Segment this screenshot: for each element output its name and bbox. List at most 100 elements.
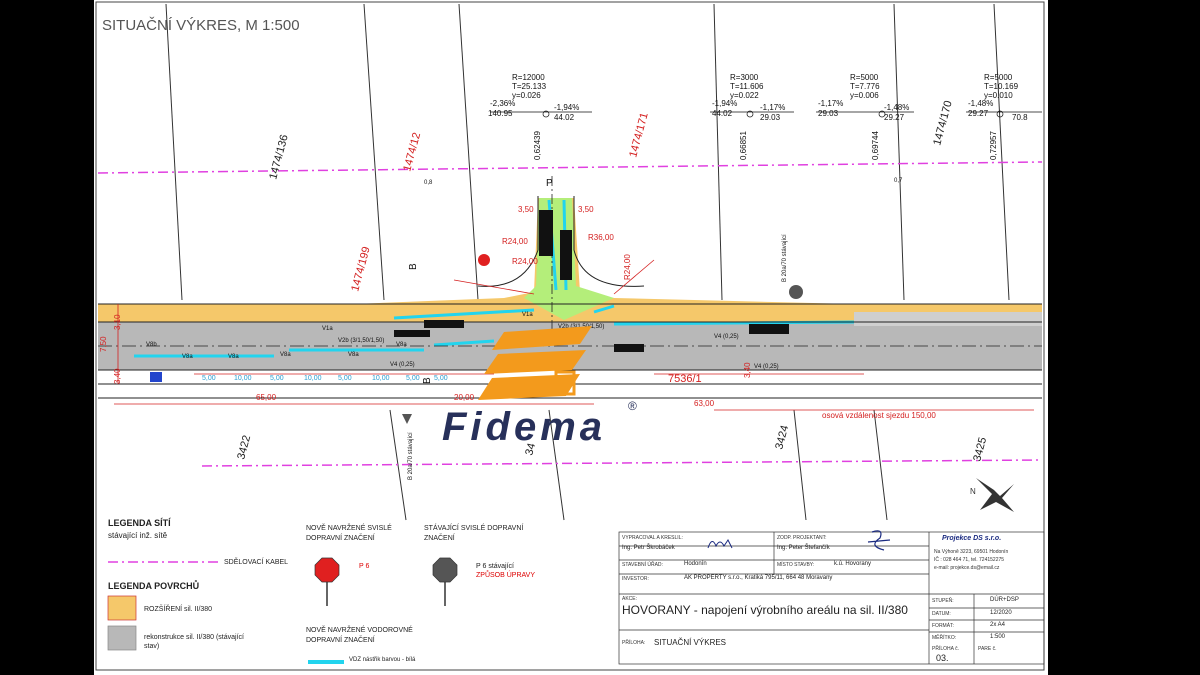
marking-dim: 10,00 [234, 375, 252, 382]
tb-datum-value: 12/2020 [990, 610, 1012, 616]
legend-graphics [107, 557, 458, 664]
curve-3-s1: -1,17% [818, 99, 843, 108]
parcel-1474-170: 1474/170 [931, 99, 954, 146]
width-label: 3,50 [578, 205, 594, 214]
lane-mark: V1a [522, 312, 533, 318]
fidema-logo-mark: ® [628, 399, 637, 413]
tb-akce-label: AKCE: [622, 596, 638, 602]
parcel-1474-136: 1474/136 [267, 133, 290, 180]
curve-2-r: R=3000 [730, 73, 759, 82]
legend-new-vertical-signs: NOVĚ NAVRŽENÉ SVISLÉ DOPRAVNÍ ZNAČENÍ [306, 525, 392, 542]
existing-sign-mark [789, 285, 803, 299]
b-marker: B [408, 263, 419, 270]
sign-note-right: B 20a/70 stávající [782, 234, 788, 282]
curve-2-sta: 0,66851 [739, 131, 748, 160]
legend-p6-new: P 6 [359, 563, 370, 570]
tb-address-3: e-mail: projekce.ds@email.cz [934, 565, 1000, 571]
curve-2-l1: 44.02 [712, 109, 733, 118]
tb-meritko-label: MĚŘÍTKO: [932, 635, 957, 641]
curve-1-r: R=12000 [512, 73, 545, 82]
legend-reconstruction-label: rekonstrukce sil. II/380 (stávající stav… [144, 634, 244, 650]
parcel-1474-199: 1474/199 [349, 245, 372, 292]
length-20: 20,00 [454, 393, 475, 402]
new-sign-mark [478, 254, 490, 266]
curve-2-s1: -1,94% [712, 99, 737, 108]
tb-place-label: MÍSTO STAVBY: [777, 562, 815, 568]
curve-3-l1: 29.03 [818, 109, 839, 118]
lane-mark: V8a [280, 352, 291, 358]
lane-mark: V1a [322, 326, 333, 332]
marking-dim: 5,00 [406, 375, 420, 382]
legend-vdz-label: VDZ nástřik barvou - bílá [349, 657, 416, 663]
length-65: 65,00 [256, 393, 277, 402]
marking-dim: 5,00 [434, 375, 448, 382]
side-dim: 3,10 [113, 314, 122, 330]
tb-priloha-value: SITUAČNÍ VÝKRES [654, 638, 727, 647]
lane-mark: V8a [182, 354, 193, 360]
tb-stupen-label: STUPEŇ: [932, 598, 954, 604]
parcel-1474-171: 1474/171 [627, 111, 650, 158]
side-dim: 3,40 [113, 368, 122, 384]
tb-responsible-label: ZODP. PROJEKTANT: [777, 535, 827, 541]
tb-pare-label: PARE č. [978, 646, 997, 652]
bus-stop-mark [150, 372, 162, 382]
lane-mark: V8a [348, 352, 359, 358]
tb-meritko-value: 1:500 [990, 634, 1006, 640]
radius-label: R24,00 [512, 257, 538, 266]
curve-1-sta: 0,62439 [533, 131, 542, 160]
curve-2-s2: -1,17% [760, 103, 785, 112]
vehicle-mark [394, 330, 430, 337]
legend-surfaces-title: LEGENDA POVRCHŮ [108, 581, 200, 591]
tb-office-value: Hodonín [684, 561, 707, 567]
vehicle-mark [614, 344, 644, 352]
signature-2 [867, 530, 891, 551]
vehicle-mark [539, 210, 553, 256]
curve-4-sta: 0,72957 [989, 131, 998, 160]
curve-1-t: T=25.133 [512, 82, 547, 91]
marking-dim: 10,00 [372, 375, 390, 382]
tb-priloha-label: PŘÍLOHA: [622, 640, 646, 646]
north-arrow-icon: N [970, 478, 1014, 512]
legend-widening-label: ROZŠÍŘENÍ sil. II/380 [144, 606, 213, 613]
parcel-3424: 3424 [773, 424, 791, 451]
curve-1-y: y=0.026 [512, 91, 541, 100]
curve-2-l2: 29.03 [760, 113, 781, 122]
drawing-title: SITUAČNÍ VÝKRES, M 1:500 [102, 17, 300, 34]
curve-3-r: R=5000 [850, 73, 879, 82]
tb-prepared-label: VYPRACOVAL A KRESLIL: [622, 535, 683, 541]
curve-1-l2: 44.02 [554, 113, 575, 122]
legend-p6-method: ZPŮSOB ÚPRAVY [476, 572, 535, 579]
parcel-3422: 3422 [235, 434, 253, 461]
curve-3-t: T=7.776 [850, 82, 880, 91]
tb-stupen-value: DÚR+DSP [990, 597, 1019, 603]
lane-mark: V8a [228, 354, 239, 360]
tb-company: Projekce DS s.r.o. [942, 535, 1002, 542]
parcel-3425: 3425 [971, 436, 989, 463]
legend-existing-vertical-signs: STÁVAJÍCÍ SVISLÉ DOPRAVNÍ ZNAČENÍ [424, 525, 524, 542]
parcel-1474-12: 1474/12 [401, 131, 423, 173]
lane-mark: V4 (0,25) [714, 334, 739, 340]
lane-mark: V4 (0,25) [390, 362, 415, 368]
curve-3-l2: 29.27 [884, 113, 905, 122]
radius-label: R36,00 [588, 233, 614, 242]
vehicle-mark [560, 230, 572, 280]
tb-address-2: IČ : 028 464 71, tel. 724152275 [934, 557, 1005, 563]
tb-responsible-value: Ing. Peter Štefančík [777, 545, 830, 551]
tb-priloha-c-value: 03. [936, 653, 949, 663]
curve-3-y: y=0.006 [850, 91, 879, 100]
signature-1 [707, 539, 733, 549]
curve-4-r: R=5000 [984, 73, 1013, 82]
curve-4-s1: -1,48% [968, 99, 993, 108]
situation-drawing: SITUAČNÍ VÝKRES, M 1:500 [95, 1, 1045, 671]
tb-investor-value: AK PROPERTY s.r.o., Kratiká 795/11, 664 … [684, 575, 833, 581]
tb-datum-label: DATUM: [932, 611, 951, 617]
legend-networks-title: LEGENDA SÍTÍ [108, 518, 171, 528]
radius-label: R24,00 [623, 254, 632, 280]
small-note: 0,8 [424, 180, 433, 186]
p-marker: P [546, 178, 553, 189]
curve-2-t: T=11.606 [730, 82, 764, 91]
curve-4-y: y=0.010 [984, 91, 1013, 100]
side-dim: 7,50 [99, 336, 108, 352]
sign-note-left: B 20a/70 stávající [408, 432, 414, 480]
small-note: 0,7 [894, 178, 903, 184]
